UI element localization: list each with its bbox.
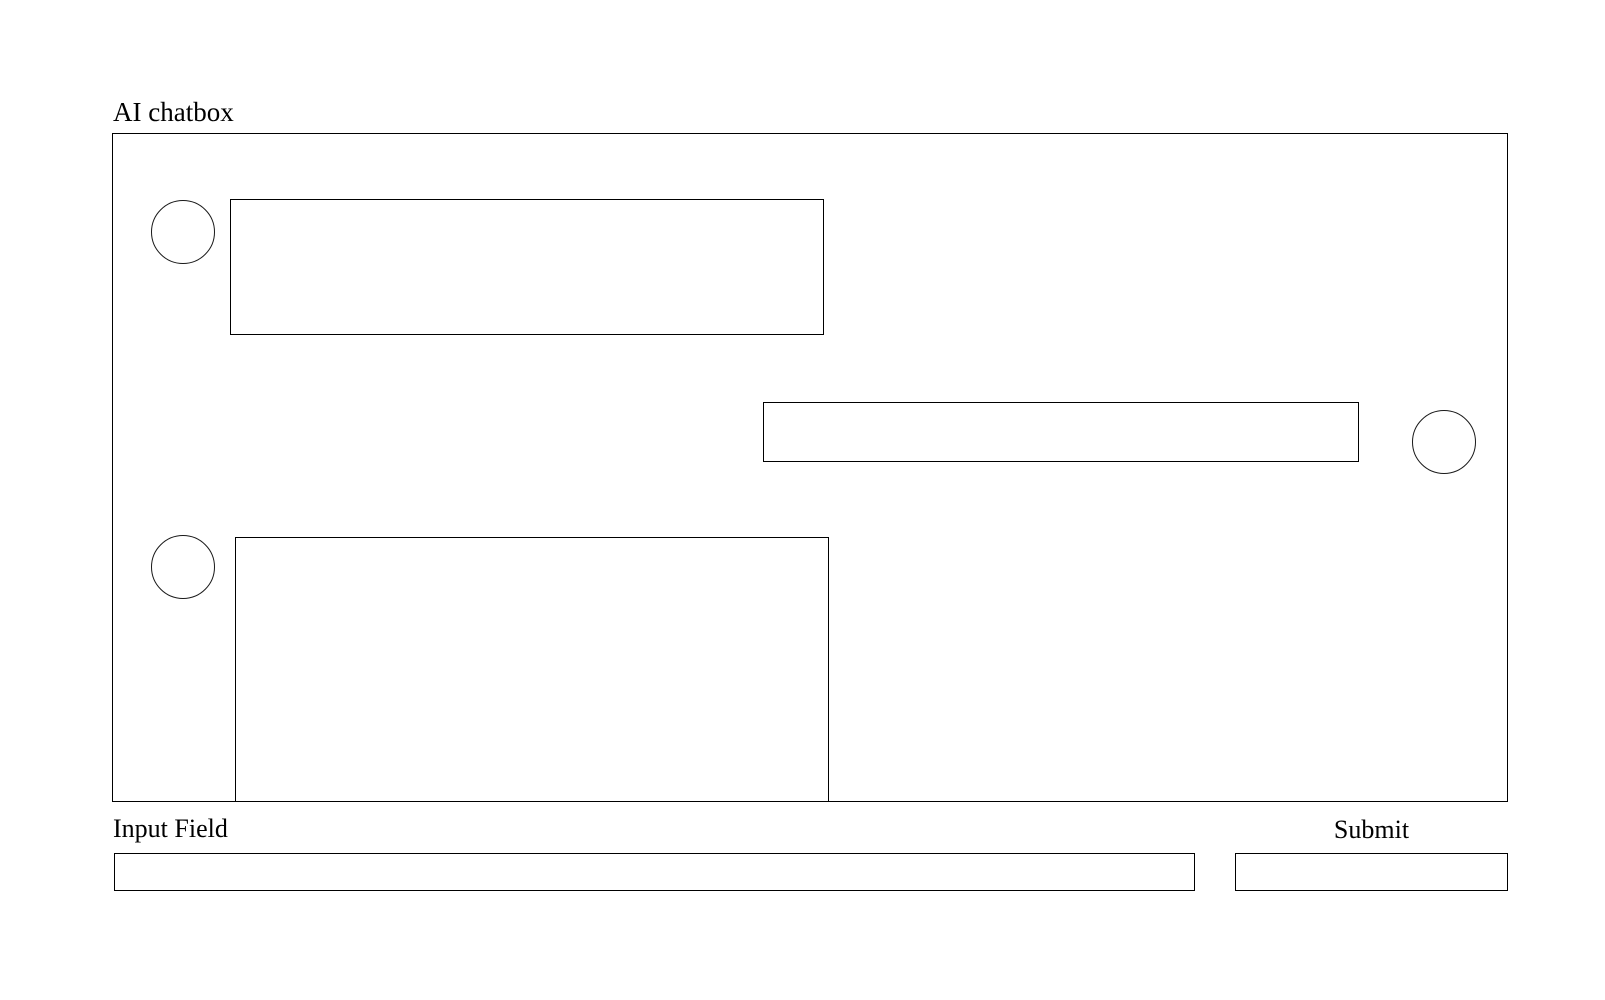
message-bubble-assistant-2 — [235, 537, 829, 801]
message-bubble-assistant-1 — [230, 199, 824, 335]
page-title: AI chatbox — [113, 97, 234, 127]
input-field-label: Input Field — [113, 814, 228, 843]
message-input[interactable] — [114, 853, 1195, 891]
avatar-circle-icon — [1412, 410, 1476, 474]
message-bubble-user-1 — [763, 402, 1359, 462]
submit-button-label: Submit — [1333, 815, 1410, 844]
avatar-circle-icon — [151, 535, 215, 599]
chat-transcript-container — [112, 133, 1508, 802]
avatar-circle-icon — [151, 200, 215, 264]
submit-button[interactable] — [1235, 853, 1508, 891]
